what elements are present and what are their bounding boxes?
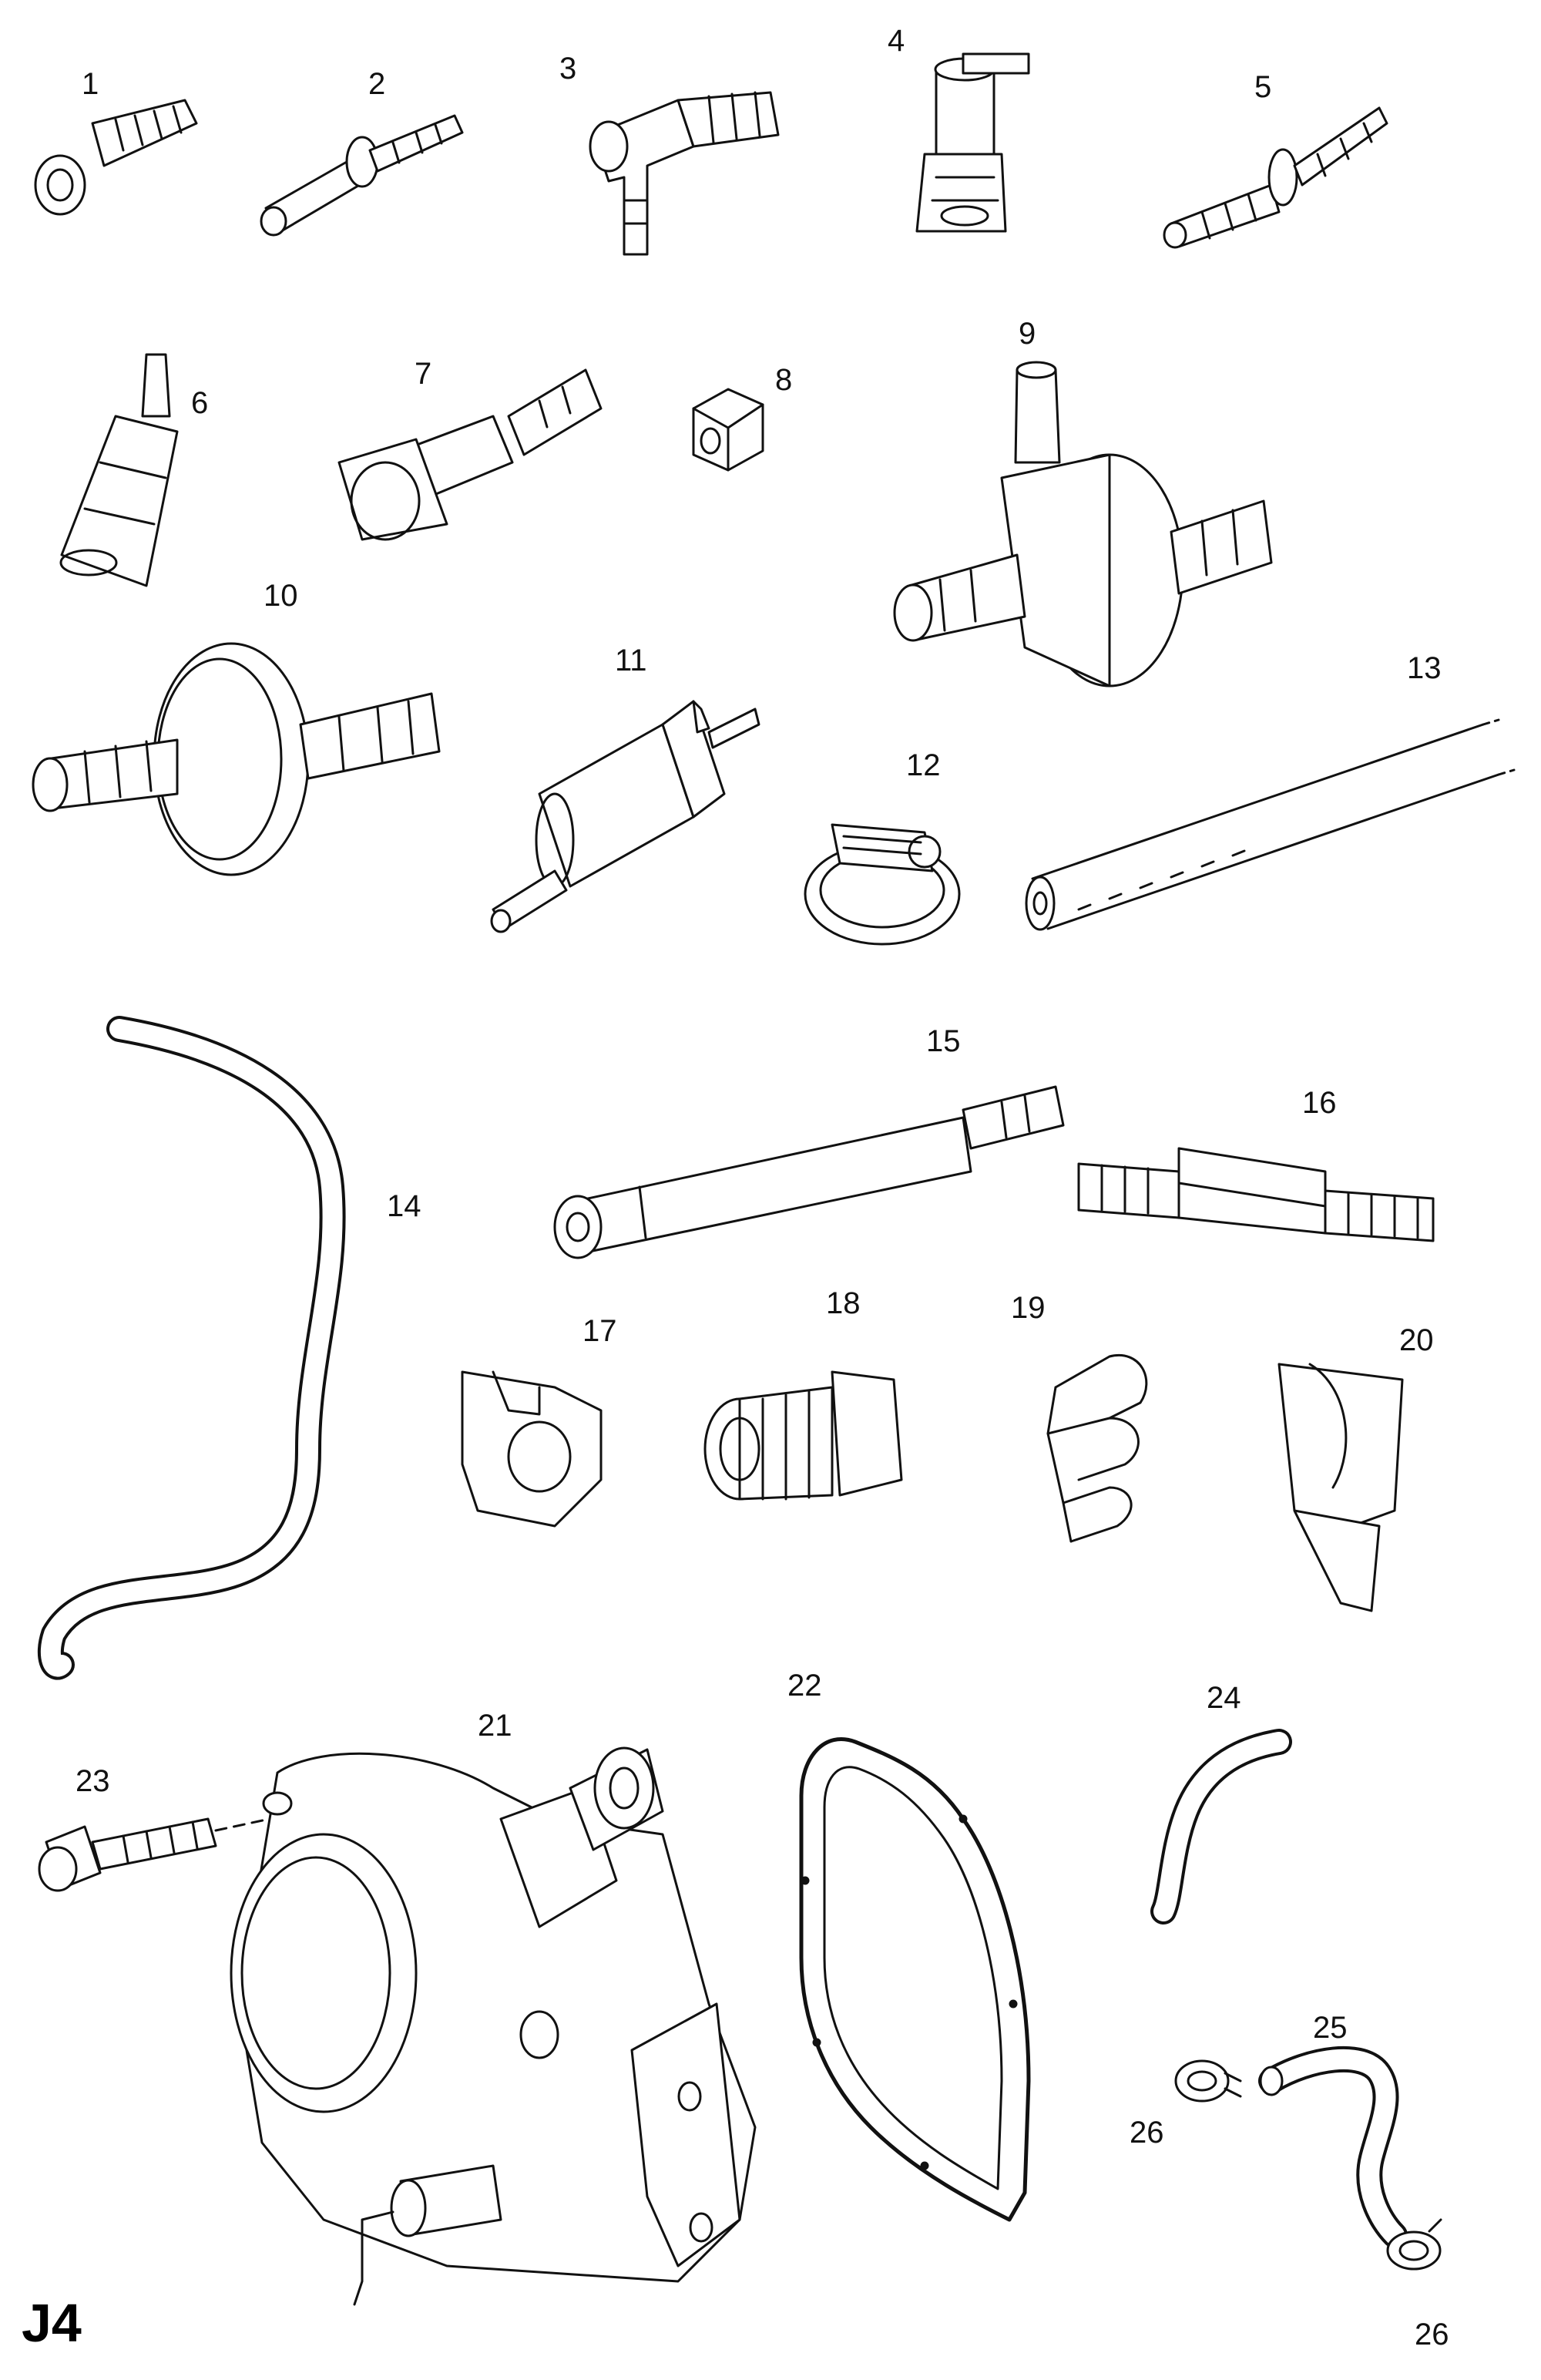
- part-1-connector: [34, 99, 198, 216]
- part-21-vacuum-pump: [230, 1746, 757, 2306]
- callout-4: 4: [888, 24, 905, 58]
- part-10-disc-valve: [32, 642, 441, 876]
- part-26-clamp-b: [1386, 2218, 1442, 2271]
- part-17-clip: [461, 1370, 603, 1528]
- callout-18: 18: [826, 1286, 861, 1320]
- part-6-connector: [59, 353, 179, 587]
- part-12-hose-clamp: [804, 823, 961, 946]
- part-15-pipe: [553, 1085, 1065, 1259]
- part-8-hex-nut: [692, 388, 764, 472]
- part-5-connector: [1163, 106, 1388, 249]
- callout-3: 3: [559, 52, 576, 86]
- part-13-hose: [1025, 718, 1516, 931]
- callout-1: 1: [82, 67, 99, 101]
- callout-26-right: 26: [1415, 2318, 1449, 2351]
- callout-19: 19: [1011, 1291, 1046, 1325]
- part-20-clip: [1277, 1363, 1404, 1612]
- callout-17: 17: [582, 1314, 617, 1348]
- callout-14: 14: [387, 1189, 421, 1223]
- callout-11: 11: [615, 644, 647, 677]
- part-9-valve: [893, 361, 1273, 687]
- part-18-union: [703, 1370, 903, 1501]
- callout-13: 13: [1407, 651, 1442, 685]
- callout-7: 7: [415, 357, 431, 391]
- part-7-quick-connector: [337, 368, 603, 541]
- part-4-quick-connector: [915, 52, 1030, 233]
- callout-2: 2: [368, 67, 385, 101]
- callout-6: 6: [191, 386, 208, 420]
- callout-23: 23: [76, 1764, 110, 1798]
- part-14-bent-hose: [37, 1016, 346, 1680]
- part-22-gasket: [799, 1737, 1031, 2222]
- part-19-spring-clip: [1046, 1354, 1148, 1543]
- callout-8: 8: [775, 363, 792, 397]
- part-2-connector: [260, 114, 464, 237]
- callout-12: 12: [906, 748, 941, 782]
- callout-22: 22: [787, 1669, 822, 1703]
- callout-15: 15: [926, 1024, 961, 1058]
- callout-20: 20: [1399, 1323, 1434, 1357]
- part-25-formed-hose: [1258, 2046, 1408, 2248]
- part-16-hex-connector: [1077, 1147, 1435, 1242]
- part-24-elbow-hose: [1150, 1729, 1292, 1925]
- callout-25: 25: [1313, 2011, 1348, 2045]
- callout-21: 21: [478, 1709, 512, 1743]
- part-26-clamp-a: [1174, 2059, 1242, 2103]
- callout-10: 10: [264, 579, 298, 613]
- part-11-filter: [490, 700, 760, 933]
- part-23-bolt: [38, 1817, 271, 1892]
- callout-24: 24: [1207, 1681, 1241, 1715]
- callout-26-left: 26: [1130, 2116, 1164, 2150]
- callout-16: 16: [1302, 1086, 1337, 1120]
- sheet-code: J4: [22, 2293, 82, 2353]
- callout-9: 9: [1019, 317, 1036, 351]
- part-3-elbow: [589, 91, 780, 256]
- callout-5: 5: [1254, 70, 1271, 104]
